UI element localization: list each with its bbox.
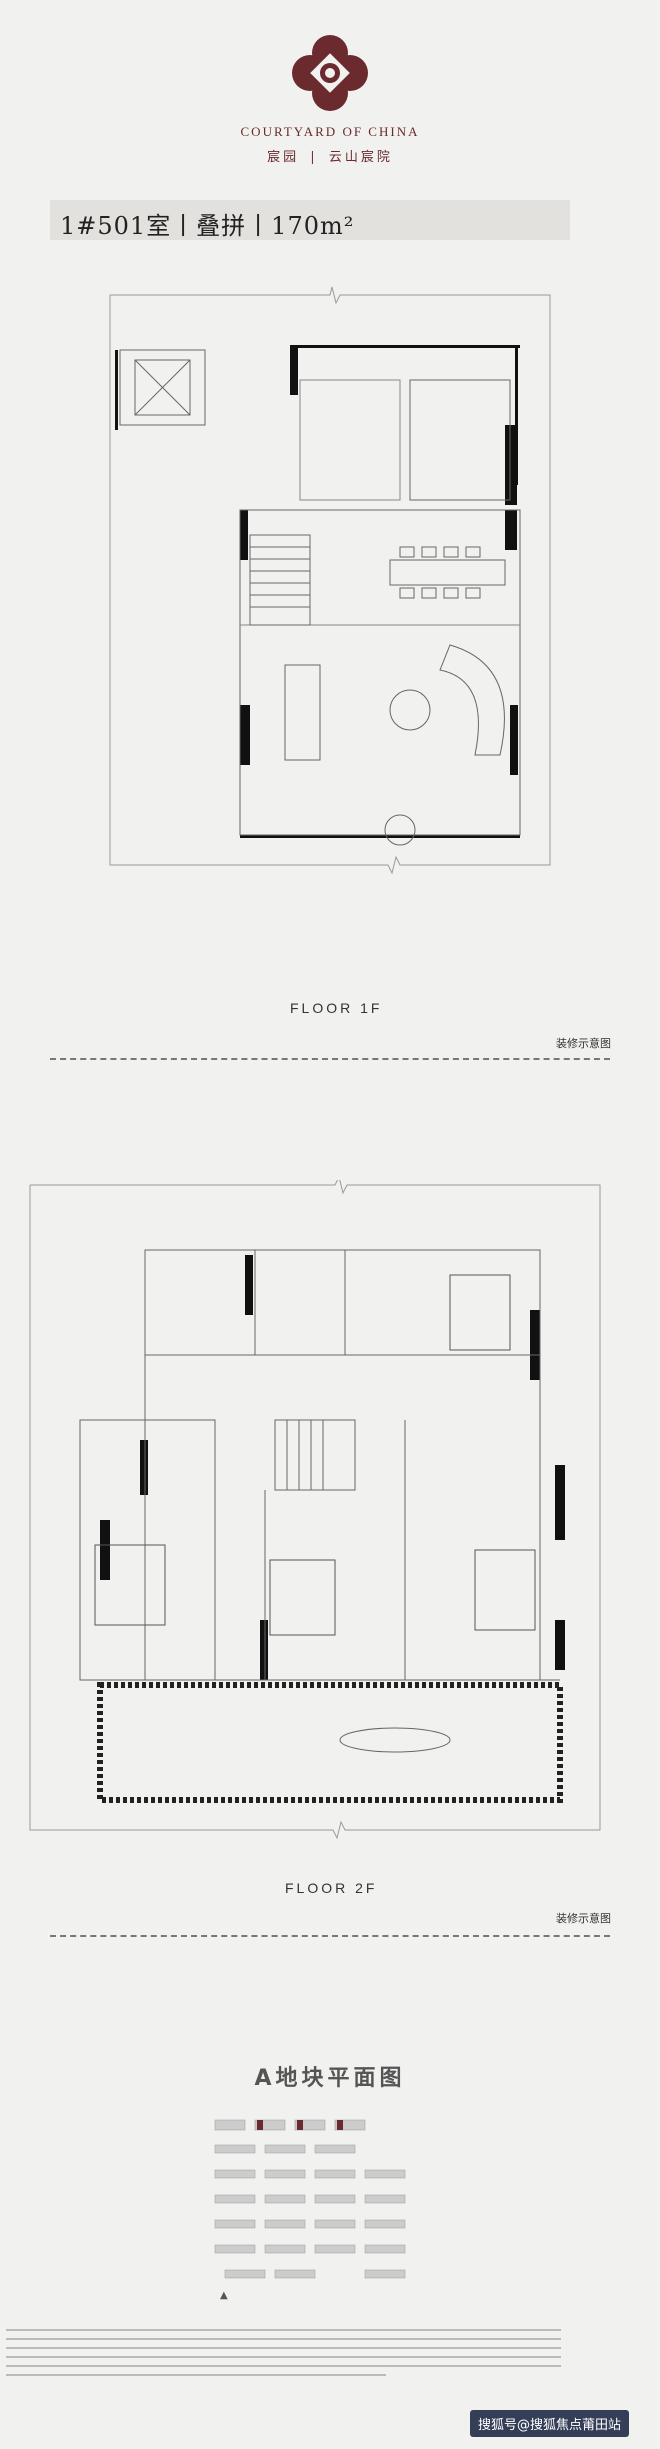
brand-name: COURTYARD OF CHINA [240,124,420,139]
unit-title-box [50,200,570,240]
brand-sub-right: 云山宸院 [328,150,393,165]
svg-text:▲: ▲ [220,2290,228,2301]
disclaimer-lines [6,2329,561,2376]
floor2-divider [50,1935,610,1937]
watermark: 搜狐号@搜狐焦点莆田站 [470,2410,630,2437]
floor1-note: 装修示意图 [556,1037,611,1050]
brand-sub-left: 宸园 [267,150,300,165]
floor2-label: FLOOR 2F [285,1880,378,1896]
floor1-label: FLOOR 1F [290,1000,383,1016]
floor2-plan [29,1180,601,1840]
disclaimer-block [6,2325,566,2388]
floor1-plan [109,286,551,875]
brand-subtitle: 宸园 | 云山宸院 [267,150,393,165]
brand-logo [0,28,660,122]
floor2-note: 装修示意图 [556,1912,611,1925]
floor1-divider [50,1058,610,1060]
logo-icon [292,35,368,111]
unit-title: 1#501室丨叠拼丨170m² [60,212,355,240]
site-plan-title: A地块平面图 [254,2066,406,2091]
site-plan-map: ▲ [214,2119,406,2301]
